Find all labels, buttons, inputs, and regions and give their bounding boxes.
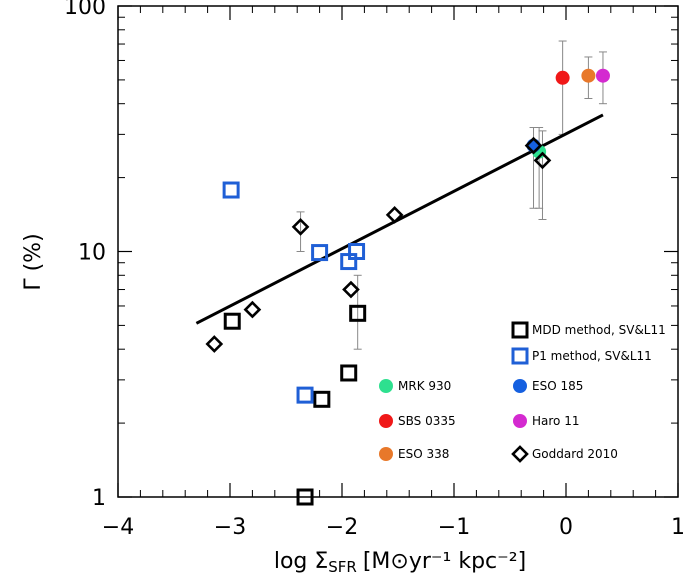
data-point [340, 364, 358, 382]
legend-label: MDD method, SV&L11 [532, 323, 666, 337]
x-tick-label: −1 [438, 515, 470, 540]
y-axis-title: Γ (%) [21, 233, 46, 290]
legend-label: SBS 0335 [398, 414, 456, 428]
axis-ticks [117, 5, 679, 498]
y-tick-label: 100 [64, 0, 106, 20]
data-point [555, 70, 570, 85]
legend-marker [511, 445, 529, 463]
x-tick-label: 0 [559, 515, 573, 540]
x-axis-title: log ΣSFR [M⊙yr⁻¹ kpc⁻²] [274, 549, 526, 576]
data-point [595, 68, 610, 83]
legend-marker [379, 379, 393, 393]
legend-label: MRK 930 [398, 379, 451, 393]
data-point [313, 390, 331, 408]
legend-label: Goddard 2010 [532, 447, 618, 461]
legend-label: Haro 11 [532, 414, 579, 428]
tick-labels: −4 −3 −2 −1 0 1 1 10 100 [64, 0, 685, 540]
legend-marker [511, 347, 529, 365]
legend-label: P1 method, SV&L11 [532, 349, 652, 363]
x-axis-title-main: log Σ [274, 549, 328, 574]
data-point [524, 136, 543, 155]
legend-label: ESO 338 [398, 447, 449, 461]
data-point [243, 300, 262, 319]
data-point [581, 68, 596, 83]
x-tick-label: 1 [671, 515, 685, 540]
legend-marker [513, 414, 527, 428]
legend-marker [379, 447, 393, 461]
data-point [311, 244, 329, 262]
data-point [222, 181, 240, 199]
data-point [533, 151, 552, 170]
y-tick-label: 10 [78, 241, 106, 266]
data-point [205, 335, 224, 353]
data-point [342, 280, 360, 299]
data-markers [205, 68, 610, 506]
x-axis-title-sub: SFR [328, 558, 357, 576]
x-tick-label: −4 [102, 515, 134, 540]
data-point [296, 386, 314, 404]
legend-label: ESO 185 [532, 379, 583, 393]
legend-marker [379, 414, 393, 428]
legend-marker [513, 379, 527, 393]
data-point [385, 206, 404, 224]
y-tick-label: 1 [92, 486, 106, 511]
legend-marker [511, 321, 529, 339]
legend: MDD method, SV&L11 P1 method, SV&L11Godda… [379, 321, 666, 463]
x-tick-label: −2 [326, 515, 358, 540]
data-point [349, 304, 367, 322]
x-tick-label: −3 [214, 515, 246, 540]
data-point [223, 312, 241, 330]
data-point [291, 218, 310, 236]
x-axis-title-units: [M⊙yr⁻¹ kpc⁻²] [363, 549, 526, 574]
data-point [348, 243, 366, 260]
error-bars [296, 40, 607, 350]
data-point [526, 138, 541, 153]
data-point [296, 488, 314, 506]
